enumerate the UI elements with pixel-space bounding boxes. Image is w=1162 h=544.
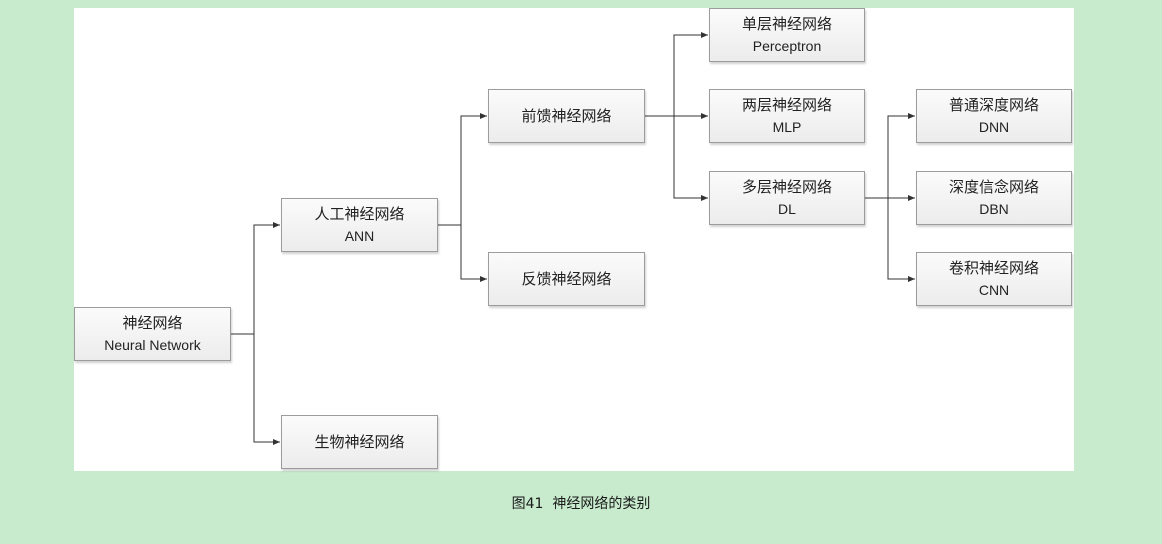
connector-root-to-ann [231, 222, 280, 335]
node-mlp: 两层神经网络 MLP [709, 89, 865, 143]
node-neural-network-en: Neural Network [104, 337, 201, 353]
node-mlp-zh: 两层神经网络 [741, 96, 832, 114]
connector-ann-to-feedforward [438, 113, 487, 226]
node-cnn: 卷积神经网络 CNN [916, 252, 1072, 306]
node-dbn-en: DBN [979, 201, 1009, 217]
node-feedforward-network: 前馈神经网络 [488, 89, 645, 143]
node-biological-neural-network: 生物神经网络 [281, 415, 438, 469]
node-dbn-zh: 深度信念网络 [948, 178, 1039, 196]
node-biological-neural-network-zh: 生物神经网络 [314, 433, 405, 451]
connector-dl-to-dnn [865, 113, 915, 199]
node-feedback-network: 反馈神经网络 [488, 252, 645, 306]
connector-root-to-bio [231, 333, 280, 445]
connector-feedforward-to-dl [645, 115, 708, 201]
node-dbn: 深度信念网络 DBN [916, 171, 1072, 225]
node-mlp-en: MLP [772, 119, 802, 135]
node-neural-network: 神经网络 Neural Network [74, 307, 231, 361]
node-perceptron: 单层神经网络 Perceptron [709, 8, 865, 62]
node-neural-network-zh: 神经网络 [122, 314, 183, 332]
node-ann: 人工神经网络 ANN [281, 198, 438, 252]
node-ann-en: ANN [344, 228, 375, 244]
node-dl: 多层神经网络 DL [709, 171, 865, 225]
node-perceptron-en: Perceptron [752, 38, 822, 54]
node-perceptron-zh: 单层神经网络 [741, 15, 832, 33]
figure-label: 图41 [511, 496, 544, 512]
connector-feedforward-to-perceptron [645, 32, 708, 117]
node-cnn-zh: 卷积神经网络 [948, 259, 1039, 277]
node-cnn-en: CNN [978, 282, 1010, 298]
node-feedback-network-zh: 反馈神经网络 [521, 270, 612, 288]
connector-ann-to-feedback [438, 224, 487, 282]
node-dnn-zh: 普通深度网络 [948, 96, 1039, 114]
connector-lines [231, 32, 915, 445]
figure-caption: 图41 神经网络的类别 [0, 493, 1162, 513]
node-dl-en: DL [778, 201, 796, 217]
connector-dl-to-cnn [865, 197, 915, 282]
node-dnn: 普通深度网络 DNN [916, 89, 1072, 143]
figure-caption-text: 神经网络的类别 [552, 496, 651, 512]
node-dnn-en: DNN [978, 119, 1010, 135]
node-feedforward-network-zh: 前馈神经网络 [521, 107, 612, 125]
node-ann-zh: 人工神经网络 [314, 205, 405, 223]
diagram-canvas: 神经网络 Neural Network 人工神经网络 ANN 生物神经网络 前馈… [74, 8, 1074, 471]
node-dl-zh: 多层神经网络 [741, 178, 832, 196]
